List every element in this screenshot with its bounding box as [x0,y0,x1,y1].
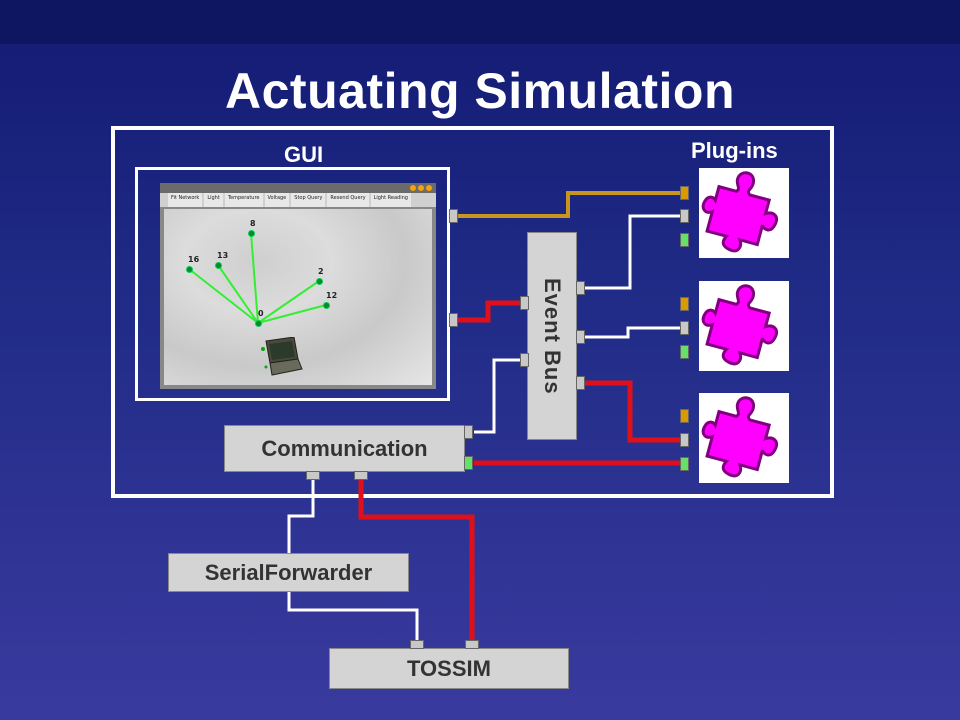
plugin-3[interactable] [699,393,789,483]
node-label: 16 [188,255,200,264]
wire-comm-eventbus [474,358,522,434]
plugin-port [680,321,689,335]
communication-box: Communication [224,425,465,472]
wire-eventbus-plugin3 [585,380,682,443]
sensor-node[interactable] [323,302,330,309]
sensor-node[interactable] [215,262,222,269]
gui-titlebar [160,183,436,193]
node-label: 13 [217,251,229,260]
plugin-port [680,433,689,447]
wire-comm-tossim [358,478,475,641]
network-canvas: 8 16 13 2 12 0 [164,209,432,385]
puzzle-piece-icon [701,284,778,366]
window-button-icon [410,185,416,191]
communication-port [464,456,473,470]
plugin-port [680,297,689,311]
gui-toolbar: Fit Network Light Temperature Voltage St… [160,193,436,207]
window-button-icon [426,185,432,191]
gui-tab[interactable]: Light [204,193,223,207]
event-bus-label: Event Bus [540,277,565,395]
wire-gui-eventbus [458,300,522,323]
gui-frame [135,167,450,401]
wire-gui-plugin [458,191,682,218]
node-label: 0 [258,309,264,318]
plugin-port [680,233,689,247]
window-button-icon [418,185,424,191]
wire-comm-serial [287,478,315,553]
slide-title: Actuating Simulation [225,63,735,119]
plugins-label: Plug-ins [691,138,778,163]
sensor-node[interactable] [316,278,323,285]
network-links [188,232,327,324]
wire-serial-tossim [287,592,419,641]
tossim-port [465,640,479,649]
gui-screenshot: Fit Network Light Temperature Voltage St… [160,183,436,389]
node-label: 12 [326,291,338,300]
plugin-1[interactable] [699,168,789,258]
event-bus-box: Event Bus [527,232,577,440]
serial-forwarder-box: SerialForwarder [168,553,409,592]
communication-port [354,471,368,480]
gui-label: GUI [284,142,324,167]
gui-tab[interactable]: Light Reading [370,193,411,207]
gui-tab[interactable]: Resend Query [327,193,369,207]
puzzle-piece-icon [701,396,778,478]
sensor-node[interactable] [186,266,193,273]
puzzle-piece-icon [701,171,778,253]
gui-tab[interactable]: Stop Query [291,193,326,207]
plugin-port [680,209,689,223]
tossim-box: TOSSIM [329,648,569,689]
system-frame [111,126,834,498]
plugin-port [680,186,689,200]
top-bar [0,0,960,44]
wire-eventbus-plugin1 [585,214,682,290]
tossim-label: TOSSIM [407,655,491,681]
event-bus-port [520,353,529,367]
gui-tab[interactable]: Temperature [224,193,263,207]
communication-port [306,471,320,480]
plugin-port [680,345,689,359]
communication-label: Communication [261,435,428,461]
plugin-port [680,409,689,423]
event-bus-port [576,281,585,295]
sensor-node[interactable] [248,230,255,237]
node-label: 2 [318,267,324,276]
communication-port [464,425,473,439]
laptop-icon [261,337,303,376]
event-bus-port [520,296,529,310]
gui-tab[interactable]: Fit Network [168,193,203,207]
gui-port [449,209,458,223]
serial-forwarder-label: SerialForwarder [204,559,373,585]
plugin-port [680,457,689,471]
tossim-port [410,640,424,649]
gui-tab[interactable]: Voltage [264,193,290,207]
gui-port [449,313,458,327]
event-bus-port [576,330,585,344]
sensor-node[interactable] [255,320,262,327]
plugin-2[interactable] [699,281,789,371]
event-bus-port [576,376,585,390]
node-label: 8 [250,219,256,228]
wire-eventbus-plugin2 [585,326,682,339]
